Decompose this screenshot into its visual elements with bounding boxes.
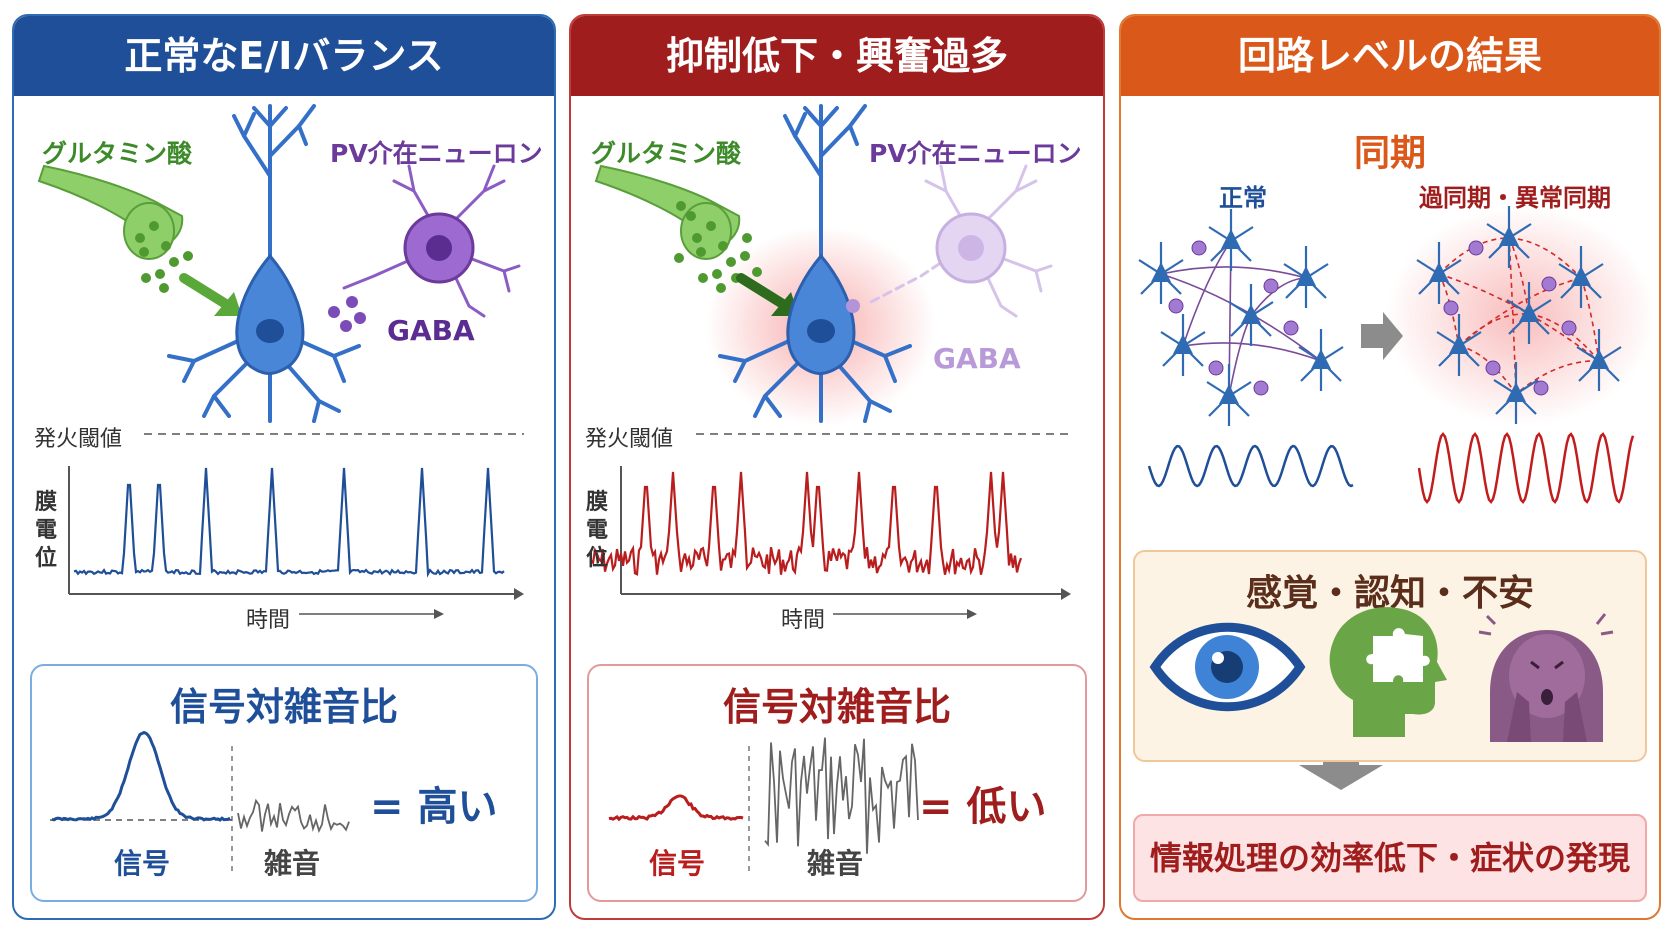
panel-title: 正常なE/Iバランス <box>14 16 554 96</box>
normal-oscillation <box>1147 444 1354 488</box>
gaba-label: GABA <box>933 342 1021 375</box>
pv-interneuron-label: PV介在ニューロン <box>330 139 543 168</box>
neuron-illustration-normal <box>37 104 524 619</box>
glutamate-label: グルタミン酸 <box>42 139 193 168</box>
membrane-potential-trace <box>590 471 1023 576</box>
snr-result: = 高い <box>370 784 498 830</box>
noise-label: 雑音 <box>264 847 321 880</box>
signal-label: 信号 <box>649 847 706 880</box>
snr-title: 信号対雑音比 <box>169 685 398 729</box>
hyper-oscillation <box>1417 431 1635 505</box>
signal-label: 信号 <box>114 847 171 880</box>
hypersync-network <box>1416 206 1622 424</box>
threshold-label: 発火閾値 <box>585 427 674 452</box>
snr-graph <box>50 730 350 876</box>
down-arrow-icon <box>1299 750 1383 790</box>
normal-network <box>1138 209 1344 426</box>
snr-result: = 低い <box>919 784 1047 830</box>
glutamate-label: グルタミン酸 <box>591 139 742 168</box>
arrow-icon <box>179 273 234 311</box>
gaba-label: GABA <box>387 314 475 347</box>
normal-label: 正常 <box>1219 184 1267 212</box>
result-box: 情報処理の効率低下・症状の発現 <box>1133 814 1647 902</box>
effects-icons <box>1149 607 1614 742</box>
y-axis-label: 膜電位 <box>585 490 608 571</box>
pyramidal-neuron-soma <box>235 253 305 375</box>
signal-curve <box>608 794 744 822</box>
noise-curve <box>237 798 350 834</box>
y-axis-label: 膜電位 <box>34 490 57 571</box>
sync-heading: 同期 <box>1353 133 1426 174</box>
panel-circuit-results: 回路レベルの結果 同期 正常 過同期・異常同期 感覚・認知・不安 <box>1119 14 1661 920</box>
noise-label: 雑音 <box>807 847 864 880</box>
membrane-potential-trace <box>73 467 505 578</box>
x-axis-label: 時間 <box>781 608 826 633</box>
snr-title: 信号対雑音比 <box>722 685 951 729</box>
snr-graph <box>608 737 919 876</box>
arrow-icon <box>1361 312 1403 360</box>
threshold-label: 発火閾値 <box>34 427 123 452</box>
x-axis-label: 時間 <box>246 608 291 633</box>
effects-title: 感覚・認知・不安 <box>1245 573 1534 614</box>
noise-curve <box>764 737 919 854</box>
neuron-illustration-excess <box>590 104 1071 619</box>
snr-box-low: 信号対雑音比 = 低い 信号 雑音 <box>587 664 1087 902</box>
effects-box: 感覚・認知・不安 <box>1133 550 1647 762</box>
panel-title: 回路レベルの結果 <box>1121 16 1659 96</box>
anxious-face-icon <box>1478 613 1614 742</box>
snr-box-high: 信号対雑音比 = 高い 信号 雑音 <box>30 664 538 902</box>
signal-curve <box>51 730 231 822</box>
pv-interneuron-label: PV介在ニューロン <box>869 139 1082 168</box>
head-puzzle-icon <box>1329 607 1447 737</box>
panel-reduced-inhibition: 抑制低下・興奮過多 <box>569 14 1105 920</box>
eye-icon <box>1149 622 1306 712</box>
panel-title: 抑制低下・興奮過多 <box>571 16 1103 96</box>
panel-normal-ei: 正常なE/Iバランス <box>12 14 556 920</box>
arrow-icon <box>736 273 791 311</box>
network-illustration <box>1138 206 1656 790</box>
